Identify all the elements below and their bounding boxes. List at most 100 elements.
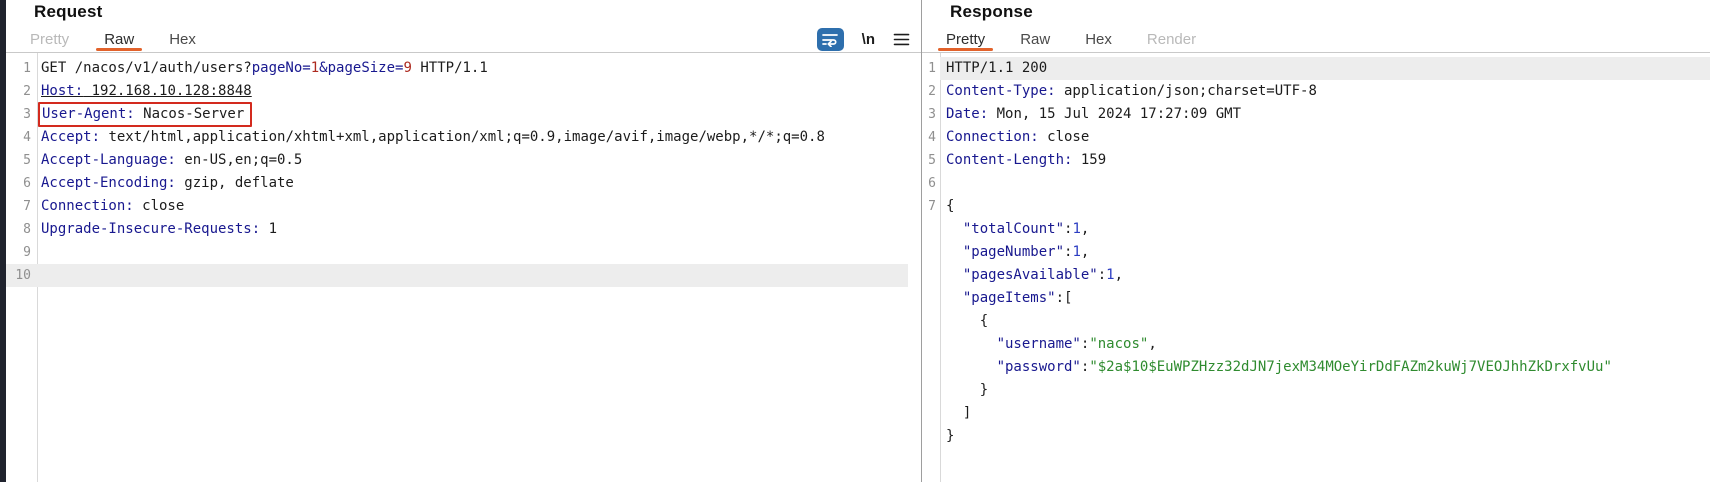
code-line[interactable]: "username":"nacos", [922, 333, 1710, 356]
code-text: ] [946, 405, 972, 421]
line-number [922, 425, 940, 448]
editor-menu-icon[interactable] [893, 33, 910, 46]
code-line[interactable]: } [922, 379, 1710, 402]
request-tab-raw[interactable]: Raw [96, 26, 143, 52]
code-line[interactable]: 3 Date: Mon, 15 Jul 2024 17:27:09 GMT [922, 103, 1710, 126]
code-text: Date: Mon, 15 Jul 2024 17:27:09 GMT [946, 106, 1242, 122]
line-number: 4 [23, 130, 31, 145]
code-line[interactable]: 7{ [922, 195, 1710, 218]
request-tabbar: Pretty Raw Hex \n [6, 26, 921, 53]
show-newlines-icon[interactable]: \n [861, 30, 875, 48]
code-text [37, 264, 41, 287]
line-number: 7 [23, 199, 31, 214]
code-line[interactable]: "pagesAvailable":1, [922, 264, 1710, 287]
code-line[interactable]: 1 HTTP/1.1 200 [922, 57, 1710, 80]
code-text: HTTP/1.1 200 [946, 60, 1048, 76]
response-tab-pretty[interactable]: Pretty [937, 26, 994, 52]
response-panel: Response Pretty Raw Hex Render 1 HTTP/1.1… [922, 0, 1710, 482]
line-number [922, 333, 940, 356]
code-line[interactable]: 3 User-Agent: Nacos-Server [6, 102, 908, 127]
code-text: Connection: close [41, 198, 185, 214]
code-text: Content-Type: application/json;charset=U… [946, 83, 1317, 99]
code-line[interactable]: 6 Accept-Encoding: gzip, deflate [6, 172, 908, 195]
response-editor[interactable]: 1 HTTP/1.1 200 2 Content-Type: application/… [922, 53, 1710, 482]
line-number: 5 [928, 153, 936, 168]
code-text: Content-Length: 159 [946, 152, 1107, 168]
request-title: Request [34, 2, 103, 21]
line-number: 8 [23, 222, 31, 237]
line-number: 2 [928, 84, 936, 99]
window-edge-strip [0, 0, 6, 482]
code-line[interactable]: 9 [6, 241, 908, 264]
code-line[interactable]: "pageItems":[ [922, 287, 1710, 310]
code-text: } [946, 382, 989, 398]
code-text: User-Agent: Nacos-Server [37, 102, 253, 127]
response-tab-render[interactable]: Render [1146, 30, 1197, 48]
request-tab-pretty[interactable]: Pretty [30, 30, 70, 48]
code-text: } [946, 428, 955, 444]
code-line[interactable]: 6 [922, 172, 1710, 195]
line-number [922, 379, 940, 402]
code-text: Accept-Encoding: gzip, deflate [41, 175, 294, 191]
line-number: 1 [23, 61, 31, 76]
code-text: { [946, 198, 955, 214]
code-text: Upgrade-Insecure-Requests: 1 [41, 221, 278, 237]
line-number [922, 241, 940, 264]
code-line[interactable]: 8 Upgrade-Insecure-Requests: 1 [6, 218, 908, 241]
line-number: 6 [928, 176, 936, 191]
line-number: 10 [15, 268, 31, 283]
code-line[interactable]: 10 [6, 264, 908, 287]
code-line[interactable]: 5 Content-Length: 159 [922, 149, 1710, 172]
code-line[interactable]: 5 Accept-Language: en-US,en;q=0.5 [6, 149, 908, 172]
code-text: "pageItems":[ [962, 290, 1073, 306]
code-line[interactable]: 4 Connection: close [922, 126, 1710, 149]
request-panel: Request Pretty Raw Hex [6, 0, 922, 482]
code-line[interactable]: } [922, 425, 1710, 448]
code-line[interactable]: 7 Connection: close [6, 195, 908, 218]
code-text: Accept-Language: en-US,en;q=0.5 [41, 152, 303, 168]
code-line[interactable]: 2 Host: 192.168.10.128:8848 [6, 80, 908, 103]
word-wrap-glyph [822, 34, 839, 47]
response-title: Response [950, 2, 1033, 21]
line-number [922, 264, 940, 287]
line-number: 3 [928, 107, 936, 122]
code-text: "totalCount":1, [962, 221, 1090, 237]
line-number [922, 218, 940, 241]
line-number: 5 [23, 153, 31, 168]
code-text: "password":"$2a$10$EuWPZHzz32dJN7jexM34M… [996, 359, 1612, 375]
code-line[interactable]: 4 Accept: text/html,application/xhtml+xml… [6, 126, 908, 149]
code-line[interactable]: "totalCount":1, [922, 218, 1710, 241]
line-number: 9 [23, 245, 31, 260]
line-number [922, 287, 940, 310]
code-line[interactable]: "pageNumber":1, [922, 241, 1710, 264]
response-tabbar: Pretty Raw Hex Render [922, 26, 1710, 53]
code-text: Connection: close [946, 129, 1090, 145]
line-number: 6 [23, 176, 31, 191]
code-text: { [946, 313, 989, 329]
code-line[interactable]: 2 Content-Type: application/json;charset=… [922, 80, 1710, 103]
line-number: 1 [922, 57, 940, 80]
line-number: 7 [928, 199, 936, 214]
code-line[interactable]: "password":"$2a$10$EuWPZHzz32dJN7jexM34M… [922, 356, 1710, 379]
code-text [940, 172, 946, 195]
response-tab-hex[interactable]: Hex [1085, 30, 1112, 48]
code-text [37, 241, 41, 264]
line-number [922, 310, 940, 333]
code-text: "pageNumber":1, [962, 244, 1090, 260]
code-text: Accept: text/html,application/xhtml+xml,… [41, 129, 825, 145]
code-text: "pagesAvailable":1, [962, 267, 1124, 283]
code-text: "username":"nacos", [996, 336, 1157, 352]
response-tab-raw[interactable]: Raw [1020, 30, 1051, 48]
code-line[interactable]: { [922, 310, 1710, 333]
line-number [922, 402, 940, 425]
code-line[interactable]: ] [922, 402, 1710, 425]
highlight-box: User-Agent: Nacos-Server [38, 102, 253, 127]
line-number: 2 [23, 84, 31, 99]
code-text: Host: 192.168.10.128:8848 [41, 83, 252, 99]
request-tab-hex[interactable]: Hex [169, 30, 196, 48]
line-number: 4 [928, 130, 936, 145]
word-wrap-icon[interactable] [816, 27, 844, 51]
line-number: 3 [23, 107, 31, 122]
